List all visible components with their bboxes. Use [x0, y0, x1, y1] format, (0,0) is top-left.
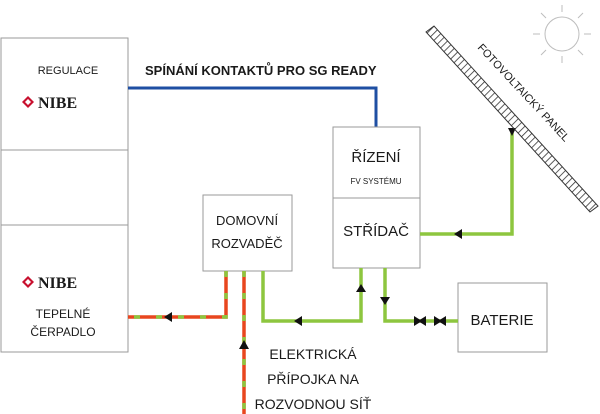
pripojka-line3: ROZVODNOU SÍŤ	[255, 396, 372, 412]
distribution-board	[202, 194, 293, 272]
arrow-left-icon	[454, 229, 462, 239]
arrow-left-icon	[294, 316, 302, 326]
panel-to-inverter-line	[420, 128, 514, 236]
rozvadec-label-line1: DOMOVNÍ	[216, 213, 279, 228]
photovoltaic-panel	[425, 25, 599, 213]
nibe-diamond-icon	[22, 96, 34, 108]
arrow-left-icon	[508, 128, 516, 136]
nibe-brand-text: NIBE	[38, 95, 77, 112]
nibe-diamond-icon	[22, 276, 34, 288]
inverter-to-battery-line	[383, 268, 458, 323]
green-power-lines	[261, 128, 514, 323]
battery-unit	[457, 282, 548, 353]
fv-system-label: FV SYSTÉMU	[350, 177, 401, 186]
sg-ready-label: SPÍNÁNÍ KONTAKTŮ PRO SG READY	[145, 62, 377, 78]
arrow-down-icon	[380, 297, 390, 305]
rizeni-label: ŘÍZENÍ	[351, 149, 401, 166]
heat-pump-label-line2: ČERPADLO	[30, 324, 95, 339]
stridac-label: STŘÍDAČ	[343, 223, 409, 240]
heat-pump-label-line1: TEPELNÉ	[36, 306, 91, 321]
pripojka-line2: PŘÍPOJKA NA	[267, 371, 359, 387]
inverter-to-board-line	[261, 268, 363, 323]
board-to-heatpump-line	[128, 271, 228, 319]
arrow-up-icon	[239, 340, 249, 349]
nibe-logo-regulace: NIBE	[22, 95, 77, 112]
sun-icon	[533, 5, 591, 63]
regulace-label: REGULACE	[38, 65, 99, 77]
baterie-label: BATERIE	[470, 312, 533, 329]
rozvadec-label-line2: ROZVADĚČ	[211, 236, 282, 251]
flow-arrows	[164, 128, 516, 349]
inverter-unit	[332, 126, 421, 269]
pripojka-line1: ELEKTRICKÁ	[269, 346, 357, 362]
sg-ready-signal-line	[128, 86, 378, 127]
arrow-left-icon	[438, 316, 446, 326]
grid-power-lines	[128, 271, 246, 414]
nibe-logo-heatpump: NIBE	[22, 275, 77, 292]
arrow-left-icon	[418, 316, 426, 326]
arrow-left-icon	[164, 312, 172, 322]
heat-pump-unit	[0, 37, 129, 353]
arrow-up-icon	[356, 284, 366, 292]
nibe-brand-text: NIBE	[38, 275, 77, 292]
